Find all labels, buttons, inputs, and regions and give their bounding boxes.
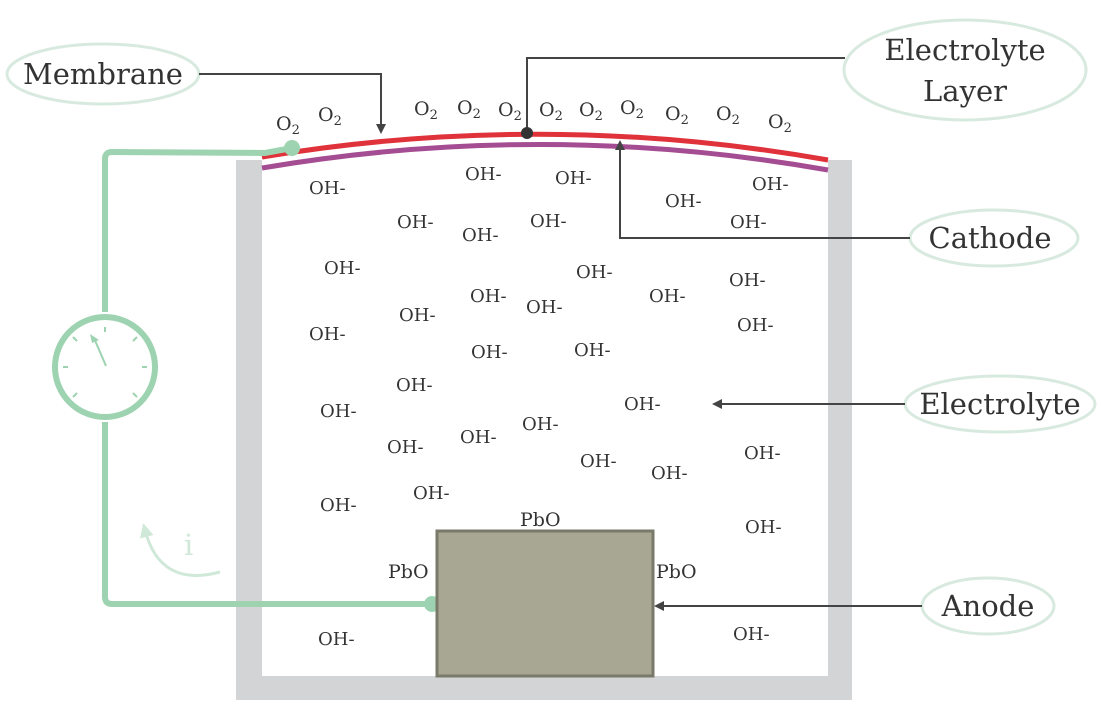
electrolyte-label: Electrolyte (919, 387, 1080, 421)
electrolyte-callout: Electrolyte (903, 374, 1097, 434)
electrolyte-layer-label-line2: Layer (923, 74, 1007, 108)
hydroxide-ion: OH- (309, 324, 346, 345)
hydroxide-ion: OH- (462, 225, 499, 246)
hydroxide-ion: OH- (320, 495, 357, 516)
hydroxide-ion: OH- (471, 342, 508, 363)
hydroxide-ion: OH- (309, 178, 346, 199)
hydroxide-ion: OH- (730, 212, 767, 233)
electrolyte-layer-leader-line (526, 57, 845, 132)
hydroxide-ion: OH- (387, 437, 424, 458)
membrane-label: Membrane (23, 57, 183, 91)
current-direction-arrow-icon (139, 523, 221, 577)
hydroxide-ion: OH- (665, 191, 702, 212)
hydroxide-ion: OH- (470, 286, 507, 307)
hydroxide-ion: OH- (530, 211, 567, 232)
cathode-layer (261, 142, 829, 173)
hydroxide-ion: OH- (399, 305, 436, 326)
membrane-leader-arrow (199, 73, 386, 134)
cathode-leader-arrow (615, 140, 910, 239)
hydroxide-ion: OH- (465, 164, 502, 185)
hydroxide-ion: OH- (397, 212, 434, 233)
oxygen-molecule: O2 (539, 99, 563, 124)
hydroxide-ion: OH- (729, 270, 766, 291)
anode-block (435, 529, 655, 678)
hydroxide-ion: OH- (555, 168, 592, 189)
hydroxide-ion: OH- (320, 401, 357, 422)
hydroxide-ion: OH- (744, 443, 781, 464)
oxygen-molecule: O2 (318, 104, 342, 129)
oxygen-molecule: O2 (716, 103, 740, 128)
anode-callout: Anode (920, 576, 1056, 636)
hydroxide-ion: OH- (576, 262, 613, 283)
oxygen-molecule: O2 (498, 99, 522, 124)
hydroxide-ion: OH- (737, 315, 774, 336)
oxygen-molecule: O2 (457, 97, 481, 122)
cathode-callout: Cathode (908, 208, 1080, 268)
ammeter-gauge-icon (52, 314, 158, 420)
hydroxide-ion: OH- (460, 427, 497, 448)
oxygen-molecule: O2 (665, 103, 689, 128)
oxygen-molecule: O2 (414, 98, 438, 123)
hydroxide-ion: OH- (733, 624, 770, 645)
cathode-label: Cathode (929, 221, 1052, 255)
hydroxide-ion: OH- (526, 297, 563, 318)
hydroxide-ions: OH- OH- OH- OH- OH- OH- OH- OH- OH- OH- OH- OH- OH- O… (309, 164, 789, 650)
oxygen-molecule: O2 (768, 111, 792, 136)
container-bottom-wall (236, 676, 852, 700)
hydroxide-ion: OH- (745, 517, 782, 538)
pbo-label-left: PbO (388, 561, 429, 583)
current-label: i (184, 528, 193, 562)
hydroxide-ion: OH- (396, 375, 433, 396)
membrane-callout: Membrane (5, 42, 201, 106)
pbo-label-top: PbO (520, 509, 561, 531)
oxygen-molecule: O2 (579, 99, 603, 124)
oxygen-molecule: O2 (620, 97, 644, 122)
hydroxide-ion: OH- (649, 286, 686, 307)
oxygen-molecule: O2 (276, 113, 300, 138)
container-left-wall (236, 160, 262, 700)
cathode-contact-dot (284, 140, 300, 156)
hydroxide-ion: OH- (580, 451, 617, 472)
container-right-wall (828, 160, 852, 700)
hydroxide-ion: OH- (413, 483, 450, 504)
electrolyte-layer-point-dot (521, 127, 533, 139)
electrolyte-layer-callout: Electrolyte Layer (842, 18, 1088, 122)
hydroxide-ion: OH- (624, 394, 661, 415)
pbo-label-right: PbO (656, 561, 697, 583)
membrane-layer (261, 131, 829, 163)
hydroxide-ion: OH- (651, 463, 688, 484)
cell-container (236, 160, 852, 700)
external-circuit-wire (102, 145, 432, 607)
hydroxide-ion: OH- (522, 414, 559, 435)
electrolyte-layer-label-line1: Electrolyte (884, 33, 1045, 67)
hydroxide-ion: OH- (574, 340, 611, 361)
hydroxide-ion: OH- (324, 258, 361, 279)
hydroxide-ion: OH- (318, 629, 355, 650)
hydroxide-ion: OH- (752, 174, 789, 195)
anode-label: Anode (941, 589, 1035, 623)
